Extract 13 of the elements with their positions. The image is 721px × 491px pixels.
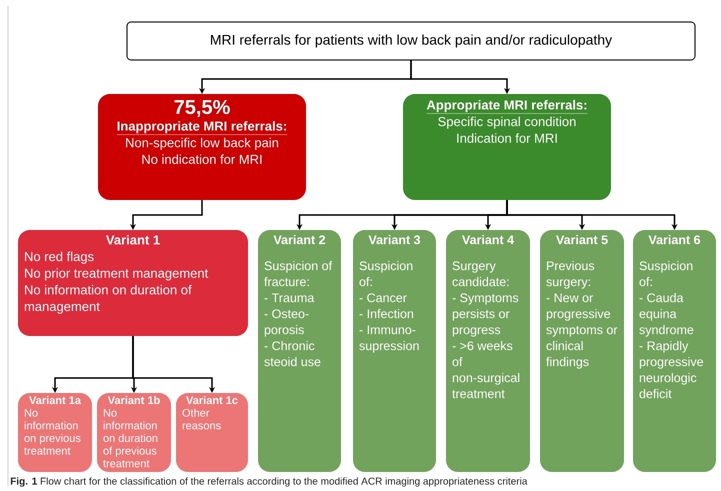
variant-box: Variant 1c Other reasons: [176, 393, 248, 472]
variant-box: Variant 1b No information on duration of previous treatment: [97, 393, 171, 472]
figure-caption: Fig. 1 Flow chart for the classification of the referrals according to the modified ACR imaging appropriateness criteria: [10, 477, 528, 487]
variant-box: Variant 2 Suspicion of fracture: - Trauma - Osteo-porosis - Chronic steoid use: [258, 230, 341, 472]
variant-box: Variant 6 Suspicion of: - Cauda equina syndrome - Rapidly progressive neurologic deficit: [633, 230, 716, 472]
category-box: 75,5% Inappropriate MRI referrals: Non-specific low back pain No indication for MRI: [98, 94, 306, 200]
variant-box: Variant 4 Surgery candidate: - Symptoms persists or progress - >6 weeks of non-surgical treatment: [446, 230, 530, 472]
header-box: MRI referrals for patients with low back pain and/or radiculopathy: [126, 22, 696, 60]
category-box: Appropriate MRI referrals: Specific spinal condition Indication for MRI: [403, 94, 611, 200]
variant-box: Variant 3 Suspicion of: - Cancer - Infection - Immuno-supression: [353, 230, 436, 472]
variant-box: Variant 5 Previous surgery: - New or progressive symptoms or clinical findings: [540, 230, 624, 472]
variant-box: Variant 1a No information on previous treatment: [18, 393, 92, 472]
variant-box: Variant 1 No red flags No prior treatment management No information on duration of management: [18, 230, 248, 336]
